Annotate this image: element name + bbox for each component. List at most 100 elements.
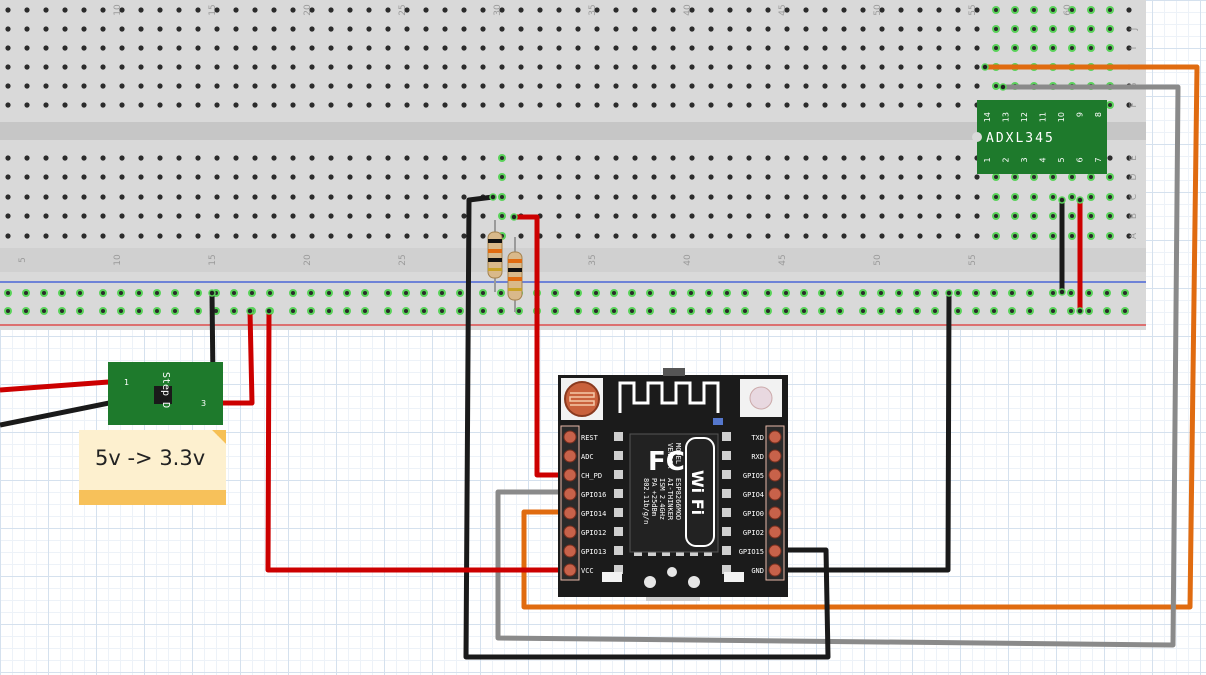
rail-hole-center xyxy=(78,291,82,295)
breadboard-hole xyxy=(385,7,391,13)
breadboard-hole xyxy=(157,194,163,200)
breadboard-hole xyxy=(5,102,11,108)
breadboard-hole xyxy=(860,194,866,200)
breadboard-hole xyxy=(917,155,923,161)
rail-hole-center xyxy=(648,309,652,313)
breadboard-hole xyxy=(404,213,410,219)
breadboard-hole xyxy=(195,26,201,32)
breadboard-hole xyxy=(5,83,11,89)
breadboard-hole xyxy=(271,83,277,89)
esp-button-left xyxy=(602,572,622,582)
breadboard-hole xyxy=(195,7,201,13)
column-number-top: 30 xyxy=(493,4,503,16)
breadboard-hole xyxy=(62,102,68,108)
breadboard-hole xyxy=(24,174,30,180)
esp-right-header xyxy=(765,425,785,581)
breadboard-hole xyxy=(404,194,410,200)
breadboard-hole xyxy=(860,174,866,180)
orange-wire-sda xyxy=(521,64,1200,610)
rail-hole-center xyxy=(1028,291,1032,295)
rail-hole-center xyxy=(648,291,652,295)
wire-endpoint xyxy=(981,63,989,71)
breadboard-hole xyxy=(385,45,391,51)
breadboard-hole-center xyxy=(1013,8,1017,12)
breadboard-hole xyxy=(632,213,638,219)
breadboard-hole xyxy=(822,174,828,180)
rail-hole-center xyxy=(897,291,901,295)
esp-model-value: ESP8266MOD xyxy=(674,478,682,520)
esp-castellated-pad xyxy=(722,470,731,479)
breadboard-hole xyxy=(157,45,163,51)
breadboard-hole xyxy=(613,83,619,89)
breadboard-hole xyxy=(43,213,49,219)
ldr-sensor xyxy=(564,381,600,417)
breadboard-hole xyxy=(727,194,733,200)
breadboard-hole xyxy=(765,102,771,108)
breadboard-hole xyxy=(119,26,125,32)
breadboard-hole xyxy=(461,155,467,161)
breadboard-hole xyxy=(119,45,125,51)
rail-hole-center xyxy=(440,291,444,295)
breadboard-hole xyxy=(290,64,296,70)
esp-castellated-pad xyxy=(722,489,731,498)
breadboard-hole xyxy=(708,102,714,108)
row-letter: J xyxy=(1129,28,1139,32)
breadboard-hole xyxy=(271,102,277,108)
breadboard-hole xyxy=(290,83,296,89)
breadboard-hole xyxy=(366,213,372,219)
breadboard-hole xyxy=(727,174,733,180)
esp-castellated-pad xyxy=(614,432,623,441)
breadboard-hole-center xyxy=(1051,8,1055,12)
breadboard-hole xyxy=(784,213,790,219)
rail-hole-center xyxy=(345,309,349,313)
rail-hole-center xyxy=(861,309,865,313)
breadboard-hole xyxy=(670,233,676,239)
breadboard-hole xyxy=(898,194,904,200)
breadboard-hole xyxy=(860,233,866,239)
rail-hole-center xyxy=(743,309,747,313)
breadboard-hole xyxy=(328,64,334,70)
breadboard-hole xyxy=(100,102,106,108)
breadboard-hole xyxy=(917,194,923,200)
breadboard-hole xyxy=(670,45,676,51)
ldr-track xyxy=(569,392,595,406)
breadboard-hole xyxy=(556,174,562,180)
rail-hole-center xyxy=(784,291,788,295)
breadboard-hole xyxy=(309,26,315,32)
breadboard-hole xyxy=(1126,45,1132,51)
adxl-bottom-pin-label: 6 xyxy=(1076,157,1085,162)
breadboard-hole xyxy=(157,213,163,219)
rail-hole-center xyxy=(232,291,236,295)
breadboard-hole xyxy=(404,102,410,108)
rail-hole-center xyxy=(268,291,272,295)
breadboard-hole xyxy=(1126,194,1132,200)
breadboard-hole xyxy=(43,194,49,200)
breadboard-hole xyxy=(366,194,372,200)
row-letter: C xyxy=(1129,194,1139,200)
breadboard-hole xyxy=(81,45,87,51)
breadboard-hole xyxy=(24,155,30,161)
breadboard-hole xyxy=(651,213,657,219)
breadboard-hole xyxy=(784,7,790,13)
breadboard-hole xyxy=(442,174,448,180)
breadboard-hole xyxy=(176,233,182,239)
breadboard-hole xyxy=(670,83,676,89)
breadboard-hole xyxy=(271,45,277,51)
breadboard-hole xyxy=(81,102,87,108)
breadboard-hole-center xyxy=(500,214,504,218)
annotation-note: 5v -> 3.3v xyxy=(79,430,226,505)
wire-endpoint xyxy=(945,289,953,297)
breadboard-hole xyxy=(879,174,885,180)
breadboard-hole xyxy=(119,7,125,13)
breadboard-hole xyxy=(746,45,752,51)
breadboard-hole xyxy=(765,45,771,51)
breadboard-hole xyxy=(404,174,410,180)
breadboard-hole xyxy=(195,83,201,89)
breadboard-hole xyxy=(936,64,942,70)
breadboard-hole xyxy=(366,155,372,161)
breadboard-hole xyxy=(537,64,543,70)
breadboard-hole xyxy=(347,233,353,239)
breadboard-hole xyxy=(347,64,353,70)
regulator-pin-1-label: 1 xyxy=(124,378,129,387)
